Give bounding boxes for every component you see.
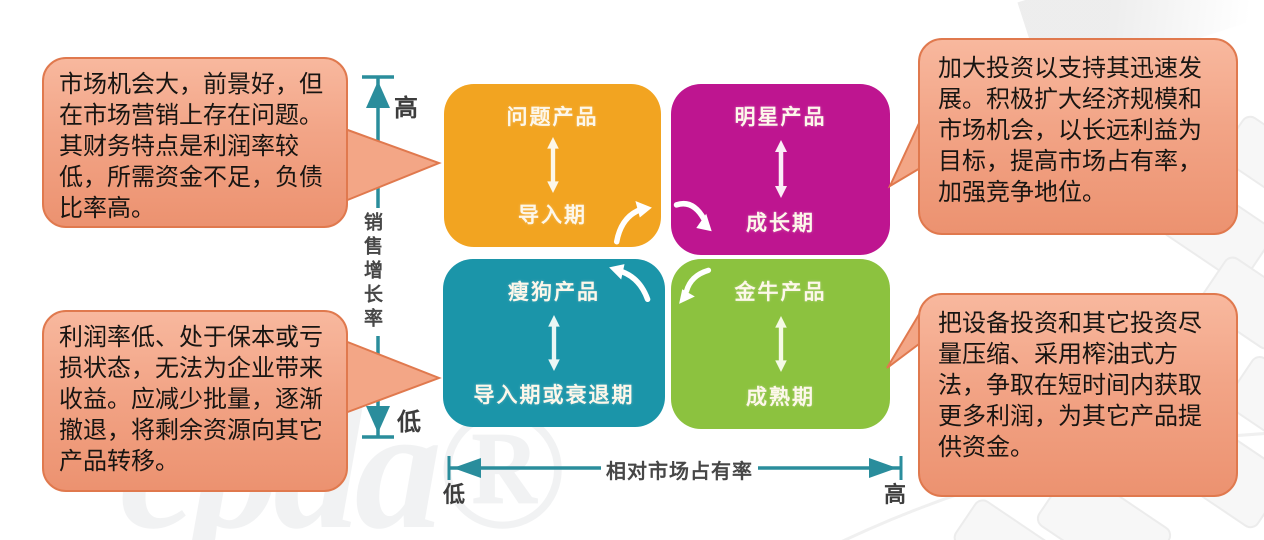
quadrant-question-products: 问题产品 导入期: [444, 84, 661, 247]
quadrant-stage-label: 导入期: [518, 204, 587, 227]
cycle-arrow-up-icon: [613, 201, 652, 245]
quadrant-product-label: 问题产品: [506, 106, 599, 129]
x-axis-high-label: 高: [884, 482, 907, 507]
callout-tail: [344, 128, 442, 202]
double-arrow-icon: [774, 140, 787, 198]
x-axis-label: 相对市场占有率: [601, 455, 758, 484]
callout-question-products: 市场机会大，前景好，但在市场营销上存在问题。其财务特点是利润率较低，所需资金不足…: [42, 57, 348, 228]
quadrant-stage-label: 成长期: [746, 212, 815, 235]
quadrant-product-label: 明星产品: [734, 106, 827, 129]
y-axis-label: 销售增长率: [359, 208, 385, 336]
quadrant-product-label: 金牛产品: [734, 281, 827, 304]
quadrant-product-label: 瘦狗产品: [508, 281, 600, 304]
x-axis-low-label: 低: [443, 482, 466, 507]
quadrant-stage-label: 导入期或衰退期: [473, 384, 635, 407]
double-arrow-icon: [548, 314, 560, 371]
double-arrow-icon: [546, 137, 559, 193]
callout-tail: [886, 300, 928, 369]
callout-star-products: 加大投资以支持其迅速发展。积极扩大经济规模和市场机会，以长远利益为目标，提高市场…: [918, 38, 1238, 235]
quadrant-dog-products: 瘦狗产品 导入期或衰退期: [443, 259, 665, 427]
quadrant-stage-label: 成熟期: [746, 386, 815, 409]
y-axis-high-label: 高: [394, 95, 418, 122]
quadrant-star-products: 明星产品 成长期: [671, 84, 890, 255]
callout-cashcow-products: 把设备投资和其它投资尽量压缩、采用榨油式方法，争取在短时间内获取更多利润，为其它…: [918, 293, 1238, 497]
callout-tail: [887, 105, 928, 189]
cycle-arrow-down-icon: [673, 200, 712, 232]
cycle-arrow-down-left-icon: [679, 267, 712, 304]
double-arrow-icon: [774, 315, 787, 372]
quadrant-cashcow-products: 金牛产品 成熟期: [671, 259, 890, 429]
cycle-arrow-up-left-icon: [609, 264, 651, 303]
y-axis-low-label: 低: [397, 409, 421, 436]
callout-tail: [344, 340, 442, 414]
callout-dog-products: 利润率低、处于保本或亏损状态，无法为企业带来收益。应减少批量，逐渐撤退，将剩余资…: [42, 310, 348, 492]
